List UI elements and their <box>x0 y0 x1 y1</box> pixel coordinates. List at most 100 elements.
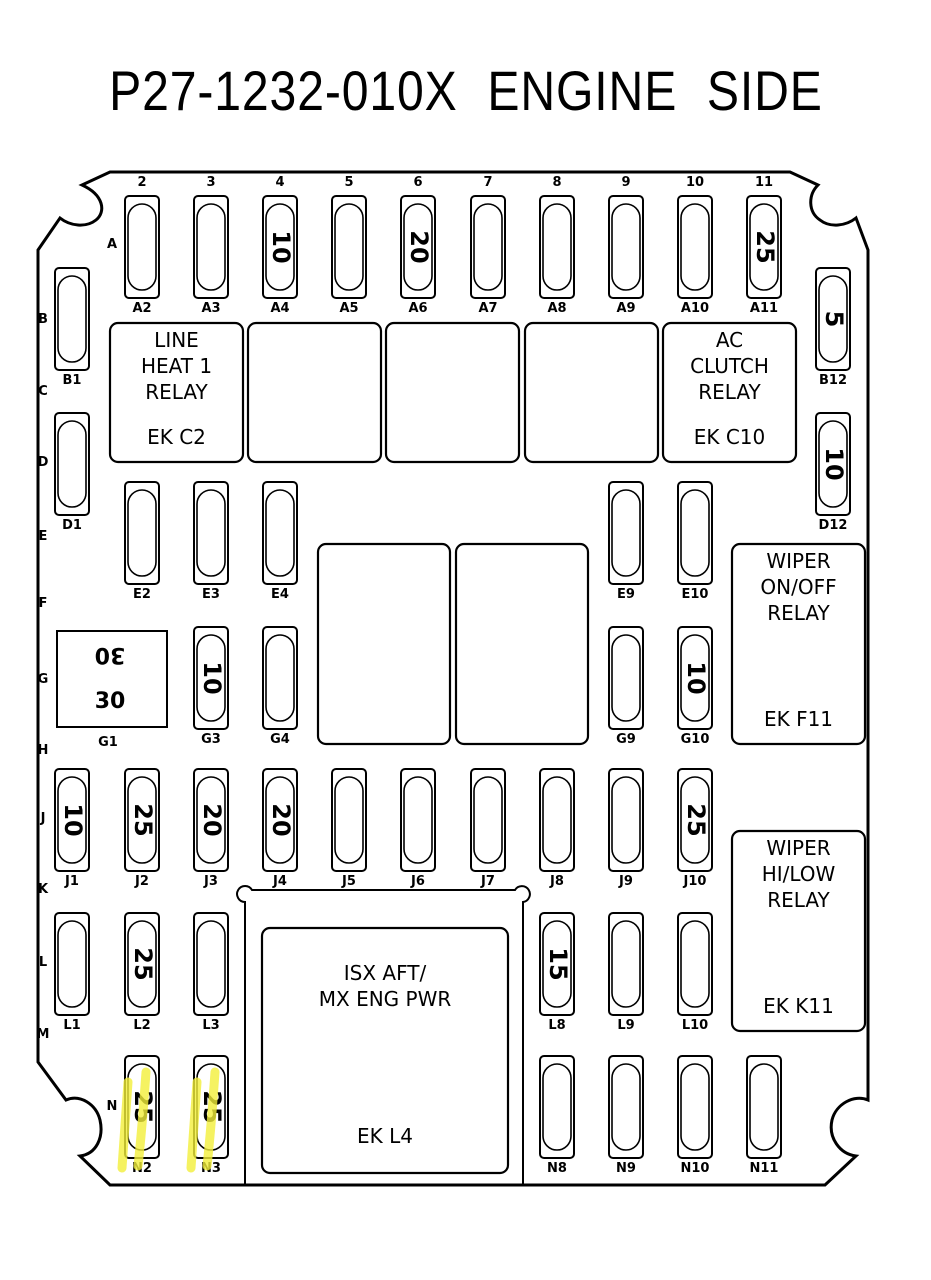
row-label-E: E <box>39 529 48 544</box>
column-label-5: 5 <box>344 175 353 190</box>
fuse-E10[interactable]: E10 <box>677 481 713 602</box>
fuse-J5[interactable]: J5 <box>331 768 367 889</box>
fuse-A11-outer <box>746 195 782 299</box>
fuse-A9[interactable]: A9 <box>608 195 644 316</box>
fuse-N11-label: N11 <box>750 1161 779 1176</box>
fuse-J7-inner <box>473 776 503 864</box>
fuse-J1-inner <box>57 776 87 864</box>
fuse-A11-label: A11 <box>750 301 778 316</box>
fuse-N9-inner <box>611 1063 641 1151</box>
fuse-G4[interactable]: G4 <box>262 626 298 747</box>
fuse-G9-inner <box>611 634 641 722</box>
fuse-J6-label: J6 <box>410 874 425 889</box>
fuse-L10[interactable]: L10 <box>677 912 713 1033</box>
fuse-N8[interactable]: N8 <box>539 1055 575 1176</box>
fuse-B12-inner <box>818 275 848 363</box>
fuse-G10-label: G10 <box>681 732 710 747</box>
fuse-J8-outer <box>539 768 575 872</box>
fuse-A2-outer <box>124 195 160 299</box>
fuse-J7[interactable]: J7 <box>470 768 506 889</box>
fuse-A8-label: A8 <box>547 301 566 316</box>
fuse-A5[interactable]: A5 <box>331 195 367 316</box>
fuse-N11[interactable]: N11 <box>746 1055 782 1176</box>
fuse-B1[interactable]: B1 <box>54 267 90 388</box>
fuse-E9[interactable]: E9 <box>608 481 644 602</box>
relay-c4[interactable] <box>246 321 383 464</box>
fuse-L1[interactable]: L1 <box>54 912 90 1033</box>
fuse-J4-rating: 20 <box>267 803 295 836</box>
fuse-D1[interactable]: D1 <box>54 412 90 533</box>
relay-c2-line-1: LINE <box>154 328 199 352</box>
fuse-N10-label: N10 <box>681 1161 710 1176</box>
fuse-A2[interactable]: A2 <box>124 195 160 316</box>
row-label-J: J <box>40 811 46 826</box>
fuse-J6-inner <box>403 776 433 864</box>
board-outline <box>36 170 870 1187</box>
relay-c4-box <box>246 321 383 464</box>
fuse-J10-outer <box>677 768 713 872</box>
fuse-A8[interactable]: A8 <box>539 195 575 316</box>
fuse-A10-inner <box>680 203 710 291</box>
fuse-A4-label: A4 <box>270 301 289 316</box>
fuse-E3[interactable]: E3 <box>193 481 229 602</box>
fuse-L9[interactable]: L9 <box>608 912 644 1033</box>
fuse-J1-outer <box>54 768 90 872</box>
fuse-L8-outer <box>539 912 575 1016</box>
fuse-G9[interactable]: G9 <box>608 626 644 747</box>
fuse-A10[interactable]: A10 <box>677 195 713 316</box>
fuse-A5-inner <box>334 203 364 291</box>
fuse-A6-label: A6 <box>408 301 427 316</box>
fuse-N10-outer <box>677 1055 713 1159</box>
row-label-A: A <box>107 237 117 252</box>
fuse-N9[interactable]: N9 <box>608 1055 644 1176</box>
fuse-L3[interactable]: L3 <box>193 912 229 1033</box>
fuse-A3[interactable]: A3 <box>193 195 229 316</box>
fuse-L3-inner <box>196 920 226 1008</box>
relay-c8[interactable] <box>523 321 660 464</box>
fuse-G9-outer <box>608 626 644 730</box>
relay-c10-line-1: AC <box>716 328 743 352</box>
relay-c6[interactable] <box>384 321 521 464</box>
row-label-D: D <box>38 455 49 470</box>
fuse-J3-inner <box>196 776 226 864</box>
relay-f5[interactable] <box>316 542 452 746</box>
fuse-A7[interactable]: A7 <box>470 195 506 316</box>
fuse-J6[interactable]: J6 <box>400 768 436 889</box>
fuse-J8[interactable]: J8 <box>539 768 575 889</box>
fuse-A7-inner <box>473 203 503 291</box>
fuse-E4[interactable]: E4 <box>262 481 298 602</box>
fuse-B1-inner <box>57 275 87 363</box>
relay-f7[interactable] <box>454 542 590 746</box>
fuse-L1-outer <box>54 912 90 1016</box>
column-label-7: 7 <box>483 175 492 190</box>
fuse-E2[interactable]: E2 <box>124 481 160 602</box>
fuse-A6-rating: 20 <box>405 230 433 263</box>
fuse-D12-outer <box>815 412 851 516</box>
fuse-J9[interactable]: J9 <box>608 768 644 889</box>
fuse-B12-outer <box>815 267 851 371</box>
fuse-N10[interactable]: N10 <box>677 1055 713 1176</box>
fuse-G3-inner <box>196 634 226 722</box>
fuse-E4-label: E4 <box>271 587 289 602</box>
fuse-A9-label: A9 <box>616 301 635 316</box>
